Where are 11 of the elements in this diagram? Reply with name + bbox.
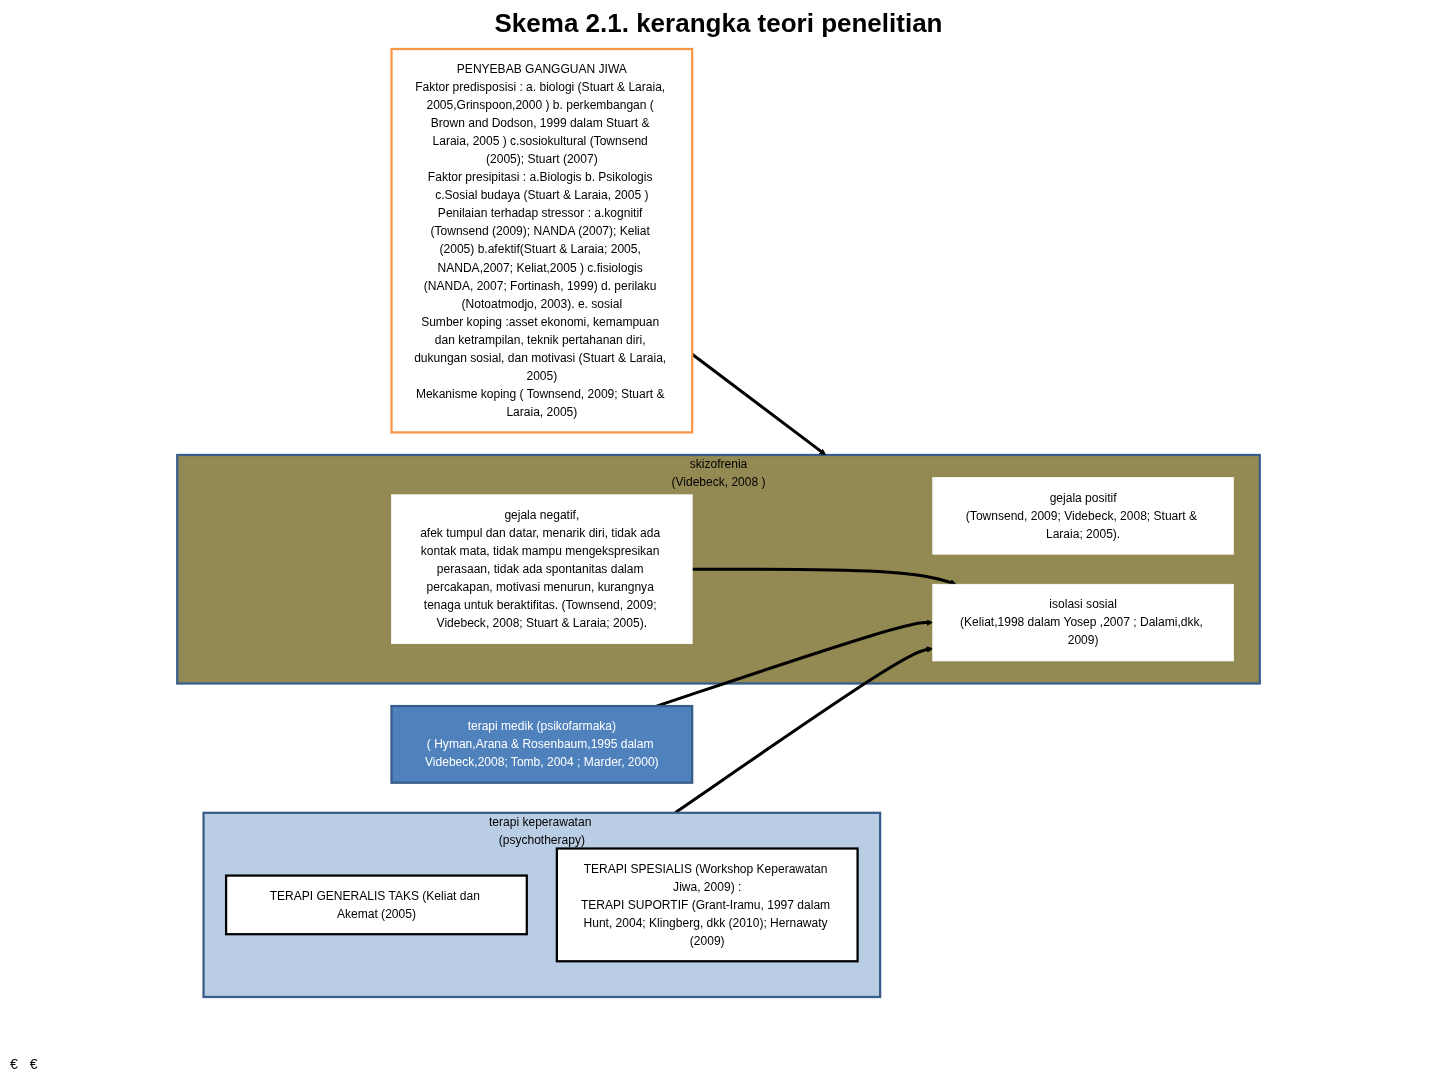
node-box: isolasi sosial (Keliat,1998 dalam Yosep ,2007 ; Dalami,dkk, 2009) (932, 583, 1234, 662)
node-box: PENYEBAB GANGGUAN JIWA Faktor predisposisi : a. biologi (Stuart & Laraia, 2005,Grinspoon,2000 ) b. perkembangan ( Brown and Dodson, 1999 dalam Stuart & Laraia, 2005 ) c.sosiokultural (Townsend (2005); Stuart (2007) Faktor presipitasi : a.Biologis b. Psikologis c.Sosial budaya (Stuart & Laraia, 2005 ) Penilaian terhadap stressor : a.kognitif (Townsend (2009); NANDA (2007); Keliat (2005) b.afektif(Stuart & Laraia; 2005, NANDA,2007; Keliat,2005 ) c.fisiologis (NANDA, 2007; Fortinash, 1999) d. perilaku (Notoatmodjo, 2003). e. sosial Sumber koping :asset ekonomi, kemampuan dan ketrampilan, teknik pertahanan diri, dukungan sosial, dan motivasi (Stuart & Laraia, 2005) Mekanisme koping ( Townsend, 2009; Stuart & Laraia, 2005) (390, 47, 694, 434)
node-box: terapi medik (psikofarmaka) ( Hyman,Arana & Rosenbaum,1995 dalam Videbeck,2008; Tomb, 2004 ; Marder, 2000) (390, 704, 694, 784)
arrow (692, 567, 957, 586)
node-box: TERAPI GENERALIS TAKS (Keliat dan Akemat (2005) (224, 874, 528, 936)
diagram-title: Skema 2.1. kerangka teori penelitian (493, 8, 944, 39)
node-box: TERAPI SPESIALIS (Workshop Keperawatan Jiwa, 2009) : TERAPI SUPORTIF (Grant-Iramu, 1997 dalam Hunt, 2004; Klingberg, dkk (2010); Hernawaty (2009) (555, 847, 859, 963)
note-text: € (29, 1056, 38, 1072)
note-text: € (10, 1056, 18, 1072)
node-box: gejala positif (Townsend, 2009; Videbeck, 2008; Stuart & Laraia; 2005). (932, 477, 1234, 555)
node-box: gejala negatif, afek tumpul dan datar, menarik diri, tidak ada kontak mata, tidak mampu mengekspresikan perasaan, tidak ada spontanitas dalam percakapan, motivasi menurun, kurangnya tenaga untuk beraktifitas. (Townsend, 2009; Videbeck, 2008; Stuart & Laraia; 2005). (391, 494, 693, 645)
